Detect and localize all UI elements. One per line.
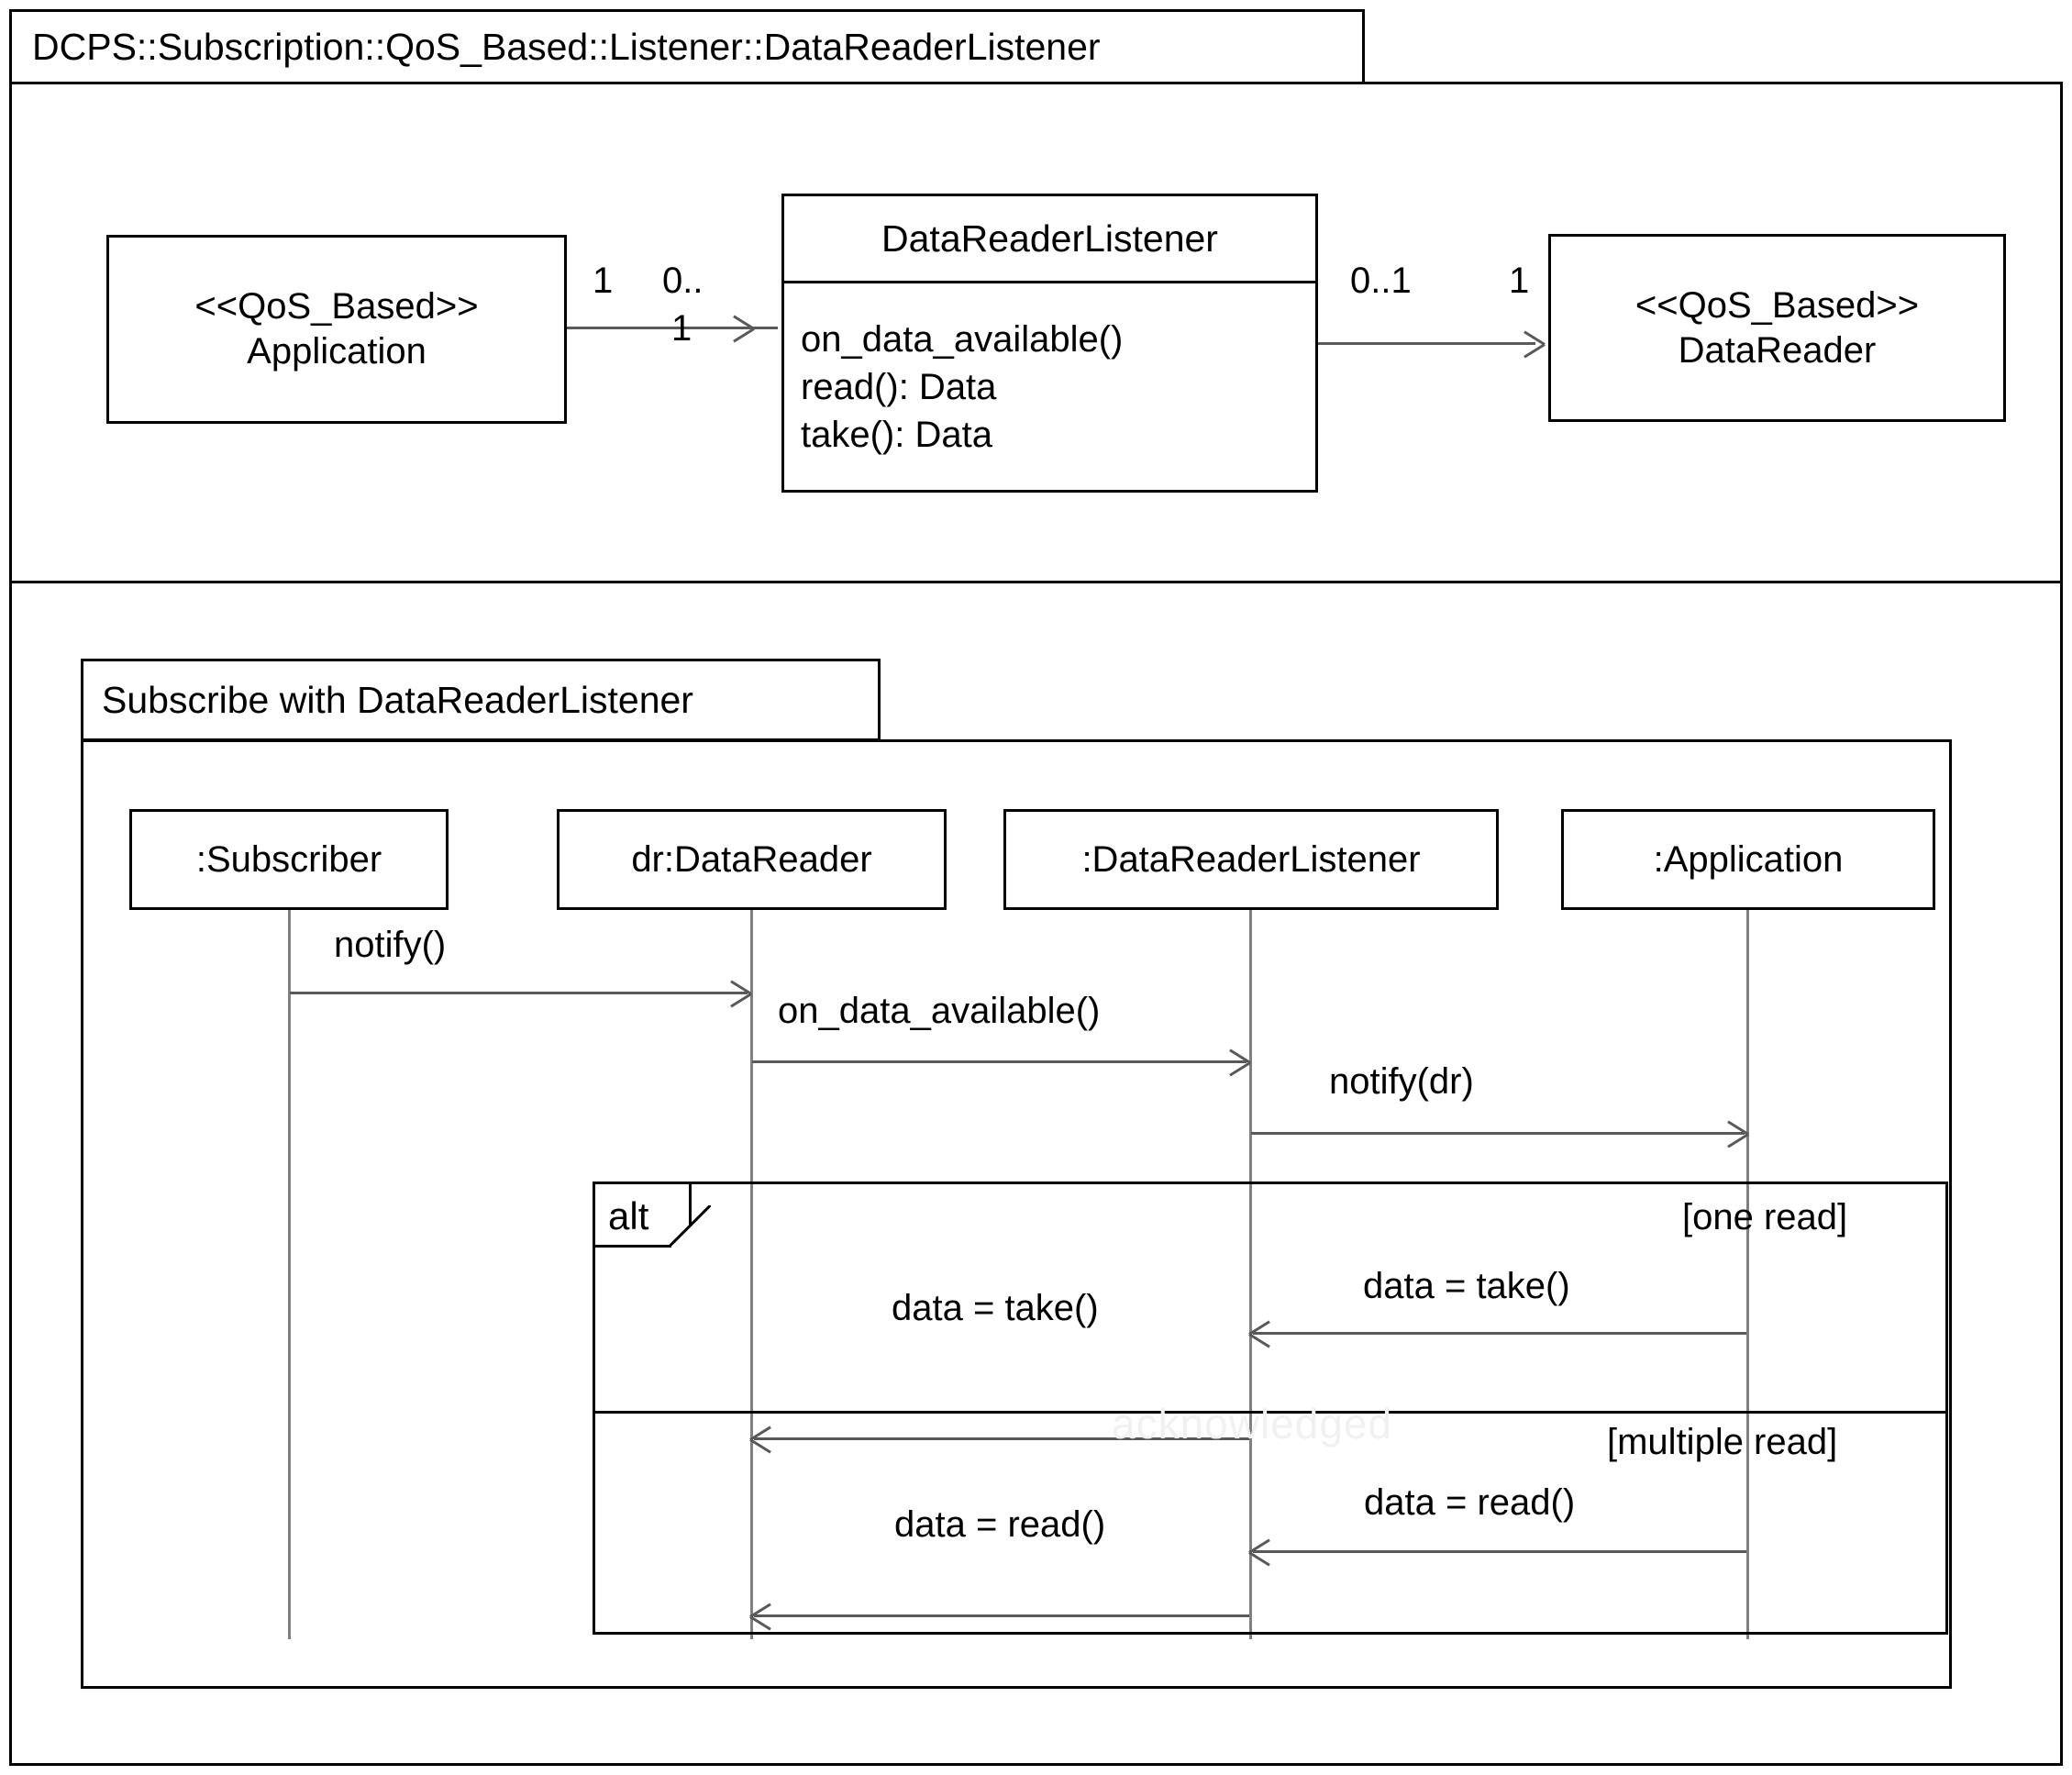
message-label-take-listener-to-app: data = take() bbox=[1363, 1266, 1570, 1306]
message-line-on-data-available bbox=[752, 1060, 1247, 1063]
class-box-application[interactable]: <<QoS_Based>> Application bbox=[106, 235, 567, 424]
combined-fragment-alt[interactable] bbox=[593, 1181, 1948, 1635]
message-line-read-app-to-listener bbox=[1253, 1550, 1746, 1553]
message-line-take-listener-to-datareader bbox=[754, 1437, 1249, 1440]
fragment-tag-diagonal-edge bbox=[669, 1205, 711, 1248]
multiplicity-listener-source: 0..1 bbox=[1350, 261, 1412, 301]
message-line-read-listener-to-datareader bbox=[754, 1614, 1249, 1617]
datareader-stereotype: <<QoS_Based>> bbox=[1634, 284, 1920, 326]
message-label-take-datareader: data = take() bbox=[892, 1288, 1099, 1328]
datareader-class-name: DataReader bbox=[1678, 329, 1877, 371]
association-line-listener-datareader bbox=[1318, 342, 1535, 345]
lifeline-label-subscriber: :Subscriber bbox=[195, 838, 382, 880]
multiplicity-app-source: 1 bbox=[593, 261, 614, 301]
message-line-take-app-to-listener bbox=[1253, 1332, 1746, 1335]
application-class-name: Application bbox=[247, 331, 427, 372]
application-stereotype: <<QoS_Based>> bbox=[194, 286, 479, 327]
message-label-notify: notify() bbox=[334, 925, 447, 965]
listener-operation-2: take(): Data bbox=[801, 414, 992, 455]
fragment-guard-one-read: [one read] bbox=[1682, 1197, 1848, 1237]
class-header-datareaderlistener[interactable]: DataReaderListener bbox=[781, 194, 1318, 281]
lifeline-line-datareader bbox=[750, 910, 753, 1639]
message-line-notify-dr bbox=[1251, 1132, 1745, 1135]
lifeline-label-datareaderlistener: :DataReaderListener bbox=[1081, 838, 1421, 880]
fragment-section-separator bbox=[593, 1411, 1948, 1414]
fragment-operator-label: alt bbox=[608, 1193, 649, 1237]
association-line-app-listener bbox=[567, 327, 778, 329]
message-label-on-data-available: on_data_available() bbox=[778, 991, 1101, 1031]
fragment-tag-bottom-edge bbox=[593, 1245, 671, 1248]
lifeline-line-subscriber bbox=[288, 910, 291, 1639]
lifeline-label-datareader: dr:DataReader bbox=[631, 838, 872, 880]
multiplicity-datareader-target: 1 bbox=[1509, 261, 1530, 301]
lifeline-line-application bbox=[1746, 910, 1749, 1639]
lifeline-box-application[interactable]: :Application bbox=[1561, 809, 1935, 910]
listener-operation-0: on_data_available() bbox=[801, 318, 1124, 360]
listener-operation-1: read(): Data bbox=[801, 366, 997, 407]
lifeline-line-datareaderlistener bbox=[1249, 910, 1252, 1639]
package-compartment-divider bbox=[9, 581, 2063, 583]
listener-class-name: DataReaderListener bbox=[881, 216, 1218, 260]
sequence-diagram-title: Subscribe with DataReaderListener bbox=[102, 678, 693, 721]
message-label-read-datareader: data = read() bbox=[894, 1504, 1106, 1545]
lifeline-box-datareaderlistener[interactable]: :DataReaderListener bbox=[1003, 809, 1499, 910]
multiplicity-listener-target-top: 0.. bbox=[662, 261, 704, 301]
message-line-notify bbox=[290, 992, 748, 994]
message-label-notify-dr: notify(dr) bbox=[1329, 1061, 1474, 1102]
package-name-label: DCPS::Subscription::QoS_Based::Listener:… bbox=[32, 25, 1101, 68]
multiplicity-listener-target-bottom: 1 bbox=[671, 308, 693, 349]
lifeline-box-subscriber[interactable]: :Subscriber bbox=[129, 809, 449, 910]
message-label-read-listener-to-app: data = read() bbox=[1364, 1482, 1576, 1523]
class-box-datareader[interactable]: <<QoS_Based>> DataReader bbox=[1548, 234, 2006, 422]
class-operations-datareaderlistener[interactable]: on_data_available() read(): Data take():… bbox=[781, 281, 1318, 493]
package-name-tab: DCPS::Subscription::QoS_Based::Listener:… bbox=[9, 9, 1365, 84]
sequence-diagram-title-tab: Subscribe with DataReaderListener bbox=[81, 659, 881, 741]
fragment-guard-multiple-read: [multiple read] bbox=[1607, 1422, 1838, 1462]
lifeline-box-datareader[interactable]: dr:DataReader bbox=[557, 809, 947, 910]
lifeline-label-application: :Application bbox=[1653, 838, 1844, 880]
